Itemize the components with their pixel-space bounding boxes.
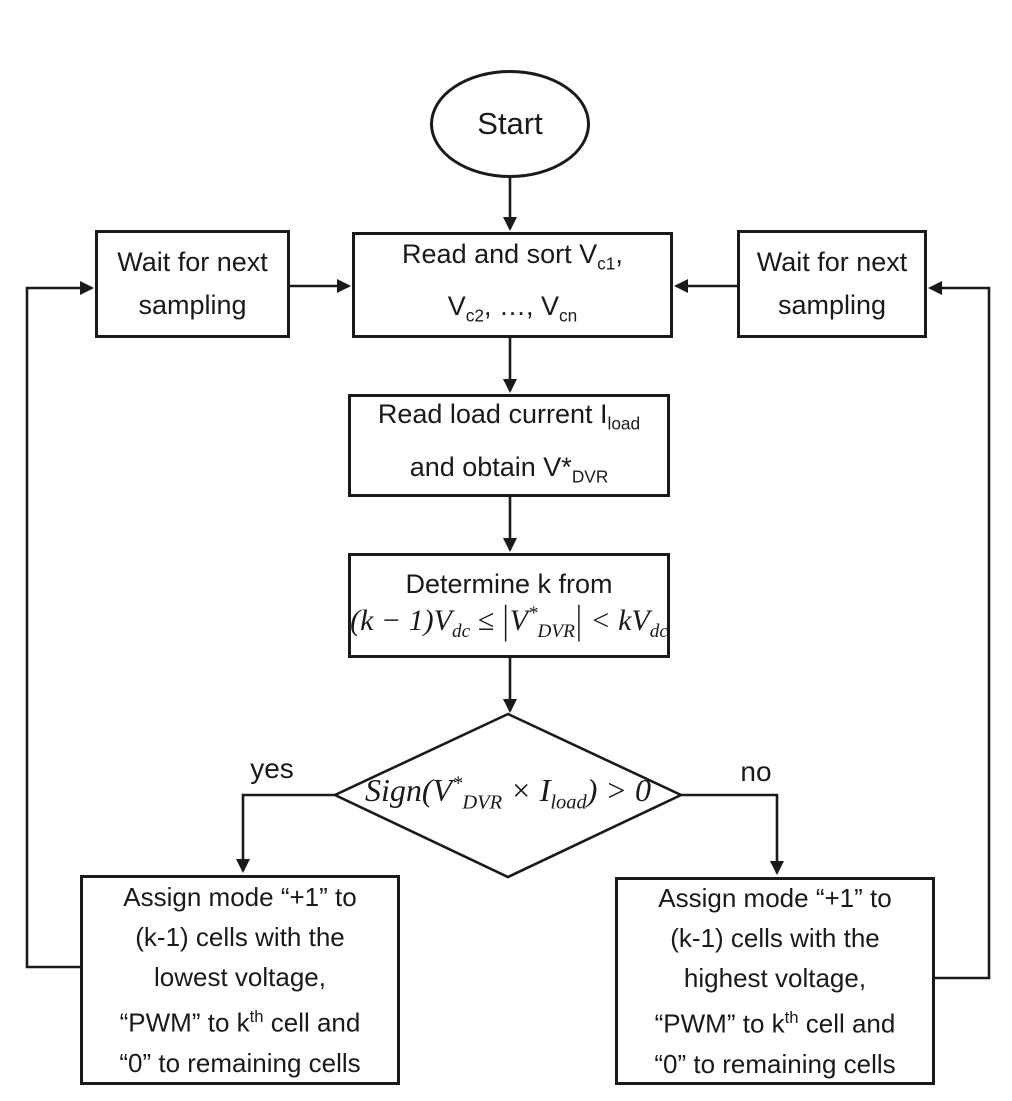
start-label: Start <box>477 106 543 141</box>
connector-feedback-left <box>25 281 94 969</box>
determine-k-node: Determine k from (k − 1)Vdc ≤ |V*DVR| < … <box>348 553 670 658</box>
no-branch-label: no <box>740 756 772 787</box>
yes-branch-label: yes <box>250 753 294 784</box>
decision-formula: Sign(V*DVR × Iload) > 0 <box>364 772 651 814</box>
connector-yes-branch <box>236 793 336 873</box>
read-sort-node: Read and sort Vc1,Vc2, …, Vcn <box>352 232 673 338</box>
determine-k-title: Determine k from <box>405 568 613 599</box>
start-node: Start <box>430 70 590 178</box>
read-sort-label: Read and sort Vc1,Vc2, …, Vcn <box>402 238 623 326</box>
decision-diamond-shape <box>331 712 685 879</box>
connector-no-branch <box>680 793 784 875</box>
connector-feedback-right <box>928 281 991 980</box>
determine-k-formula: (k − 1)Vdc ≤ |V*DVR| < kVdc <box>350 597 668 643</box>
